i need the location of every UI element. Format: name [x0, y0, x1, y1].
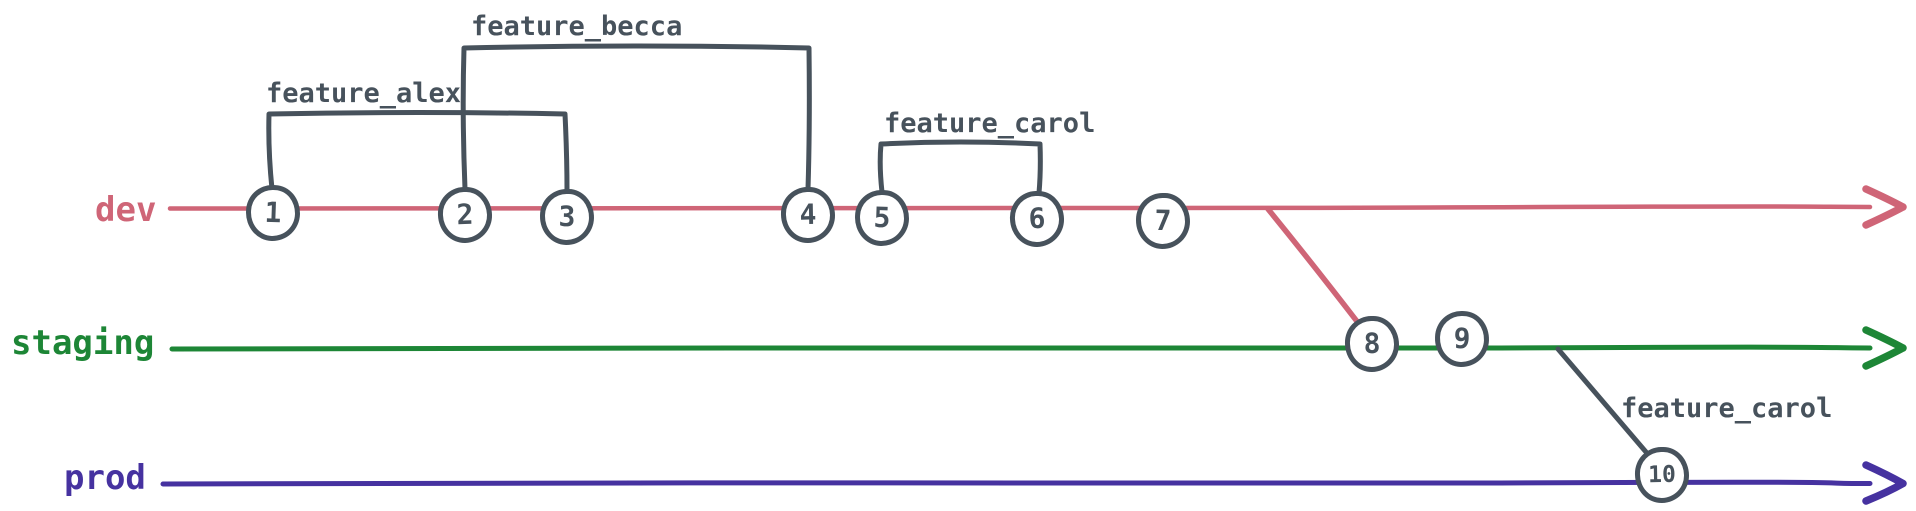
prod-branch-line: [160, 479, 1873, 487]
feature-becca-bracket: [460, 43, 812, 192]
prod-arrowhead-icon: [1862, 461, 1907, 505]
feature-label-carol-top: feature_carol: [884, 108, 1096, 139]
feature-label-becca: feature_becca: [471, 11, 683, 42]
feature-carol-bracket: [877, 139, 1043, 196]
dev-arrowhead-icon: [1862, 185, 1907, 229]
staging-to-prod-branch-line: [1555, 346, 1649, 455]
dev-to-staging-merge-line: [1265, 206, 1362, 327]
feature-label-alex: feature_alex: [266, 78, 462, 109]
branch-label-prod: prod: [64, 458, 146, 498]
branch-label-staging: staging: [11, 323, 155, 363]
staging-arrowhead-icon: [1862, 326, 1907, 370]
feature-label-carol-bottom: feature_carol: [1621, 393, 1833, 424]
feature-alex-bracket: [266, 110, 570, 194]
branch-label-dev: dev: [95, 190, 157, 230]
staging-branch-line: [169, 344, 1873, 352]
